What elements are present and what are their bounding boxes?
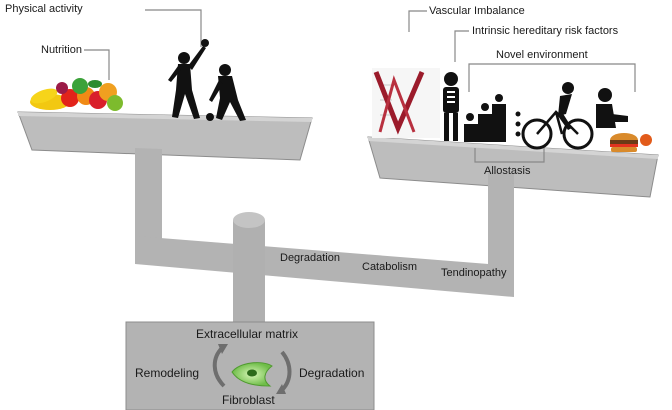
label-fibroblast: Fibroblast <box>222 393 275 407</box>
cyclist-icon <box>521 82 594 150</box>
label-novel-environment: Novel environment <box>496 49 588 61</box>
left-arm <box>135 148 162 240</box>
leader-lines <box>84 9 636 163</box>
label-degradation-beam: Degradation <box>280 252 340 264</box>
label-allostasis: Allostasis <box>484 165 531 177</box>
fibroblast-cell-icon <box>231 362 273 387</box>
basketball-players-icon <box>168 39 246 121</box>
cycle-arrowhead-right <box>276 384 286 394</box>
cycle-arrow-icon <box>212 346 292 392</box>
label-extracellular-matrix: Extracellular matrix <box>196 327 299 341</box>
burger-icon <box>610 133 652 152</box>
label-physical-activity: Physical activity <box>5 3 83 15</box>
stairs-icon <box>464 94 521 142</box>
label-remodeling: Remodeling <box>135 366 200 380</box>
label-intrinsic-risk: Intrinsic hereditary risk factors <box>472 25 619 37</box>
label-nutrition: Nutrition <box>41 44 82 56</box>
skeleton-icon <box>443 72 459 141</box>
cycle-arrowhead-left <box>218 344 228 354</box>
label-tendinopathy: Tendinopathy <box>441 267 507 279</box>
fruit-pile-icon <box>30 78 123 111</box>
balance-beam <box>135 236 514 297</box>
label-vascular-imbalance: Vascular Imbalance <box>429 5 525 17</box>
center-pillar <box>233 212 265 324</box>
right-pan <box>367 136 659 198</box>
right-arm <box>488 172 514 293</box>
tv-viewer-icon <box>596 88 628 128</box>
label-degradation-base: Degradation <box>299 366 365 380</box>
label-catabolism: Catabolism <box>362 261 418 273</box>
vascular-graph-icon <box>372 68 440 138</box>
left-pan <box>17 111 313 161</box>
